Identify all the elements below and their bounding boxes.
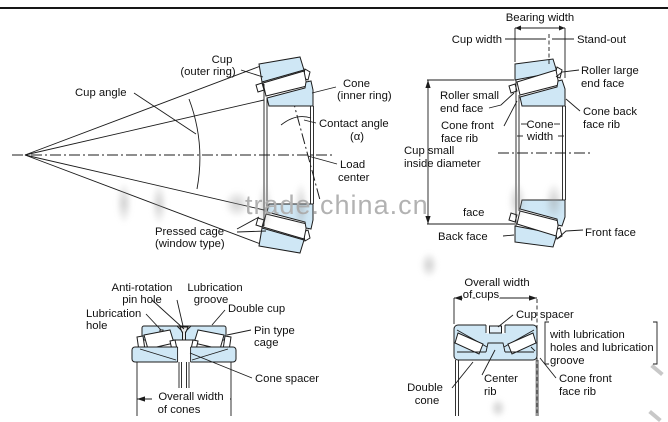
roller-right (507, 332, 537, 355)
label-pressed-cage-line2: (window type) (155, 238, 225, 250)
smudge-artifact (420, 252, 438, 278)
bracket-left (544, 321, 549, 365)
label-stand-out: Stand-out (577, 34, 627, 46)
label-cup-width: Cup width (452, 34, 502, 46)
label-overall-width-cups-line2: of cups (463, 289, 500, 301)
figure2-dimensioned-bearing: Bearing width Cup width Stand-out Roller… (404, 12, 639, 248)
label-double-cup: Double cup (228, 303, 285, 315)
label-lubrication-hole-line1: Lubrication (86, 308, 141, 320)
label-overall-width-cups-line1: Overall width (464, 277, 529, 289)
label-cone-front-rib-line2: face rib (559, 386, 596, 398)
label-face-partial: face (463, 207, 484, 219)
label-overall-width-cones-line2: of cones (158, 404, 201, 416)
smudge-artifact (151, 183, 167, 225)
label-roller-large-line1: Roller large (581, 65, 639, 77)
label-load-center-line2: center (338, 172, 370, 184)
label-lubrication-groove-line1: Lubrication (187, 282, 242, 294)
label-double-cone-line1: Double (407, 382, 443, 394)
watermark-text: trade.china.cn (245, 190, 429, 220)
label-cone-front-line1: Cone front (441, 120, 495, 132)
label-pin-type-cage-line1: Pin type (254, 325, 295, 337)
label-center-rib-line1: Center (484, 373, 518, 385)
figure4-double-cone-bearing: Overall width of cups Cup spacer with lu… (407, 277, 658, 416)
smudge-artifact (116, 182, 132, 224)
center-rib (485, 342, 506, 353)
label-cone-front-rib-line1: Cone front (559, 373, 613, 385)
label-pin-type-cage-line2: cage (254, 337, 279, 349)
figure3-double-cup-bearing: Overall width of cones Anti-rotation pin… (86, 282, 319, 416)
label-contact-angle-line1: Contact angle (319, 118, 389, 130)
label-back-face: Back face (438, 231, 488, 243)
label-cone-front-line2: face rib (441, 133, 478, 145)
label-roller-large-line2: end face (581, 78, 624, 90)
label-cup-line2: (outer ring) (180, 66, 235, 78)
label-cone-line2: (inner ring) (337, 90, 392, 102)
label-cone-width-line1: Cone (526, 119, 553, 131)
label-lubrication-groove-line2: groove (194, 294, 229, 306)
cone-section (266, 80, 314, 107)
label-cup-spacer: Cup spacer (516, 309, 574, 321)
label-lubrication-hole-line2: hole (86, 320, 107, 332)
label-note-line3: groove (550, 355, 585, 367)
label-cup-line1: Cup (212, 54, 233, 66)
smudge-artifact (258, 182, 272, 230)
cone-spacer-gap (177, 346, 191, 363)
label-cone-line1: Cone (343, 78, 370, 90)
roller-left (454, 332, 484, 355)
label-cup-angle: Cup angle (75, 87, 127, 99)
label-roller-small-line2: end face (440, 103, 483, 115)
label-cone-width-line2: width (526, 131, 553, 143)
label-anti-rotation-line1: Anti-rotation (112, 282, 173, 294)
label-front-face: Front face (585, 227, 636, 239)
label-cone-back-line1: Cone back (583, 106, 637, 118)
label-cup-small-line2: inside diameter (404, 158, 481, 170)
label-roller-small-line1: Roller small (440, 90, 499, 102)
label-double-cone-line2: cone (415, 395, 440, 407)
label-cone-back-line2: face rib (583, 119, 620, 131)
cup-spacer (489, 325, 502, 334)
anti-rotation-pin (179, 326, 189, 341)
smudge-artifact (224, 190, 250, 218)
figure1-single-row-bearing: Cup angle Cup (outer ring) Cone (inner r… (12, 54, 392, 254)
label-anti-rotation-line2: pin hole (122, 294, 162, 306)
smudge-artifact (490, 398, 506, 418)
label-bearing-width: Bearing width (506, 12, 574, 24)
label-note-line2: holes and lubrication (550, 342, 654, 354)
shaft-edge (535, 360, 539, 416)
bracket-right (653, 321, 658, 365)
label-pressed-cage-line1: Pressed cage (155, 226, 224, 238)
label-contact-angle-line2: (α) (350, 131, 364, 143)
label-overall-width-cones-line1: Overall width (158, 391, 223, 403)
top-border-rule (0, 7, 668, 9)
cone-section (519, 79, 566, 107)
smudge-artifact (508, 182, 526, 220)
label-cone-spacer: Cone spacer (255, 373, 319, 385)
label-note-line1: with lubrication (549, 329, 625, 341)
label-cup-small-line1: Cup small (404, 145, 454, 157)
smudge-artifact (545, 182, 563, 220)
label-load-center-line1: Load (340, 159, 365, 171)
smudge-artifact (294, 182, 308, 230)
label-center-rib-line2: rib (484, 386, 497, 398)
